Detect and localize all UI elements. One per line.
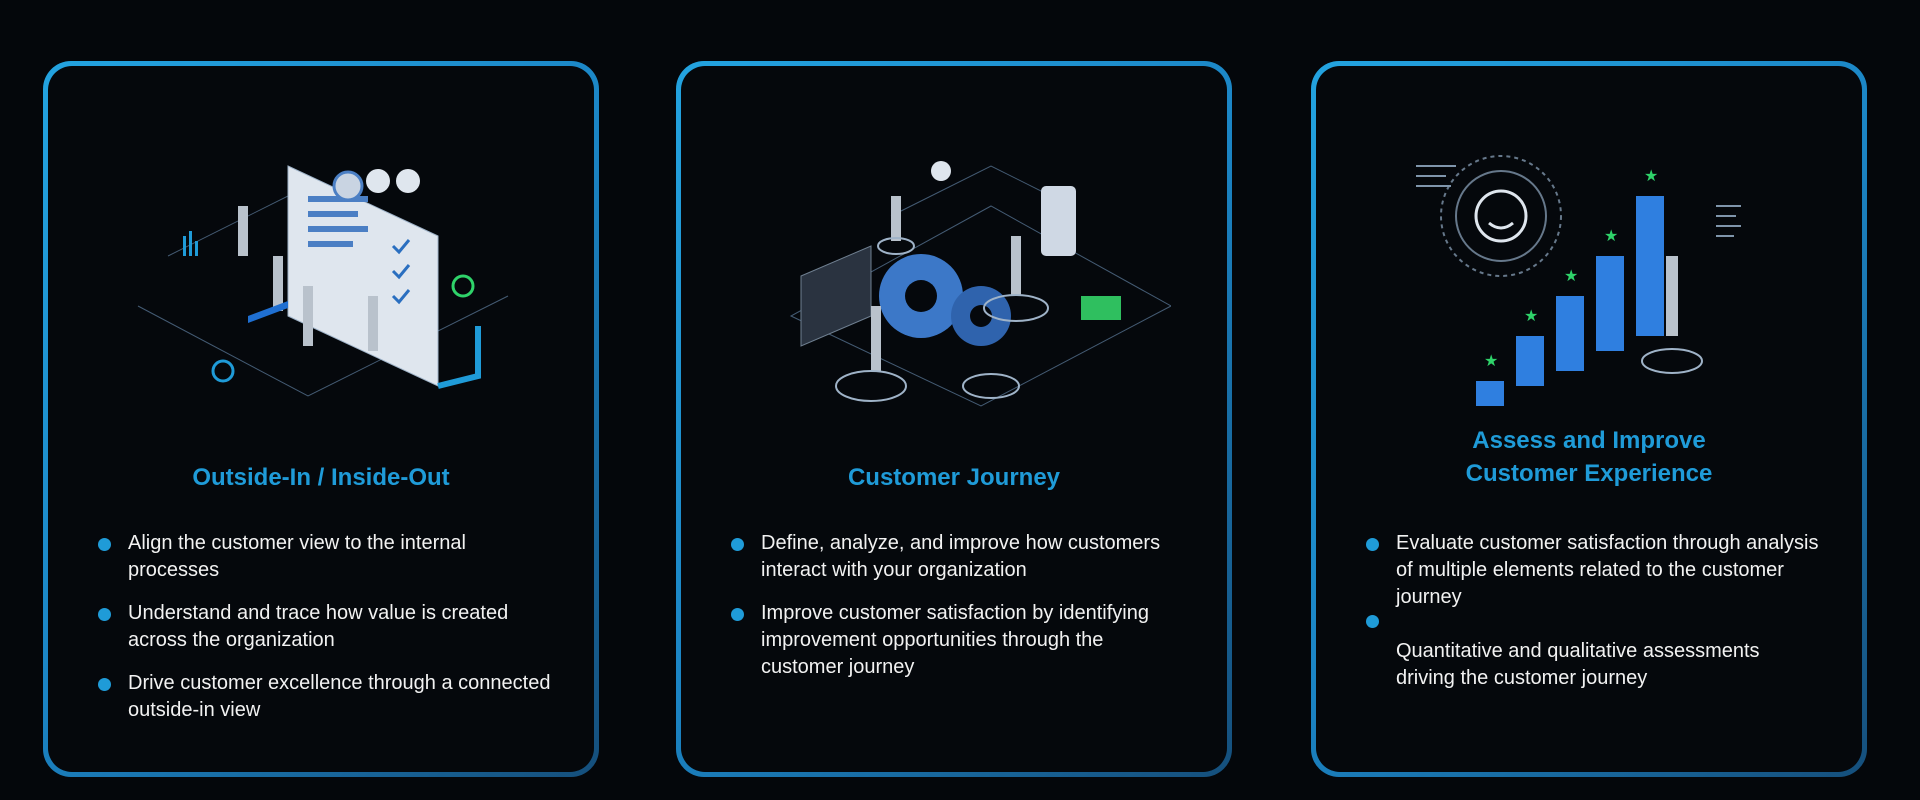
bullet-item: Define, analyze, and improve how custome… (731, 530, 1187, 584)
svg-text:★: ★ (1564, 268, 1578, 285)
bullet-dot-icon (1366, 538, 1379, 551)
card-customer-journey: Customer Journey Define, analyze, and im… (676, 61, 1232, 777)
bullet-dot-icon (731, 538, 744, 551)
svg-text:★: ★ (1604, 228, 1618, 245)
bullet-item: Align the customer view to the internal … (98, 530, 554, 584)
bullet-text: Align the customer view to the internal … (128, 532, 466, 581)
bullet-dot-icon (731, 608, 744, 621)
card-assess-improve: ★ ★ ★ ★ ★ Assess and Improve Customer Experi… (1311, 61, 1867, 777)
bullet-item: Understand and trace how value is create… (98, 600, 554, 654)
isometric-gears-journey-icon (789, 161, 1171, 407)
bullet-item: Evaluate customer satisfaction through a… (1366, 530, 1822, 611)
bullet-text: Improve customer satisfaction by identif… (761, 602, 1149, 678)
bullet-item: Quantitative and qualitative assessments… (1366, 611, 1822, 692)
bullet-dot-icon (98, 678, 111, 691)
svg-text:★: ★ (1524, 308, 1538, 325)
bullet-list: Define, analyze, and improve how custome… (731, 530, 1187, 697)
svg-text:★: ★ (1644, 168, 1658, 185)
bullet-text: Define, analyze, and improve how custome… (761, 532, 1161, 581)
bullet-text: Drive customer excellence through a conn… (128, 672, 551, 721)
bullet-list: Evaluate customer satisfaction through a… (1366, 530, 1822, 708)
card-title: Customer Journey (847, 464, 1061, 491)
bullet-dot-icon (98, 608, 111, 621)
bullet-item: Improve customer satisfaction by identif… (731, 600, 1187, 681)
bullet-dot-icon (1366, 615, 1379, 628)
bullet-text: Understand and trace how value is create… (128, 602, 509, 651)
bullet-list: Align the customer view to the internal … (98, 530, 554, 740)
bullet-text: Evaluate customer satisfaction through a… (1396, 532, 1819, 608)
card-title: Outside-In / Inside-Out (192, 464, 450, 491)
bullet-text: Quantitative and qualitative assessments… (1396, 640, 1760, 689)
bullet-item: Drive customer excellence through a conn… (98, 670, 554, 724)
isometric-dashboard-people-icon (137, 165, 509, 397)
card-title: Assess and Improve Customer Experience (1316, 424, 1862, 490)
bullet-dot-icon (98, 538, 111, 551)
card-outside-in: Outside-In / Inside-Out Align the custom… (43, 61, 599, 777)
svg-text:★: ★ (1484, 353, 1498, 370)
card-title-line: Customer Experience (1465, 460, 1713, 487)
card-title-line: Assess and Improve (1472, 427, 1706, 454)
isometric-bar-chart-rating-icon: ★ ★ ★ ★ ★ (1416, 155, 1741, 406)
